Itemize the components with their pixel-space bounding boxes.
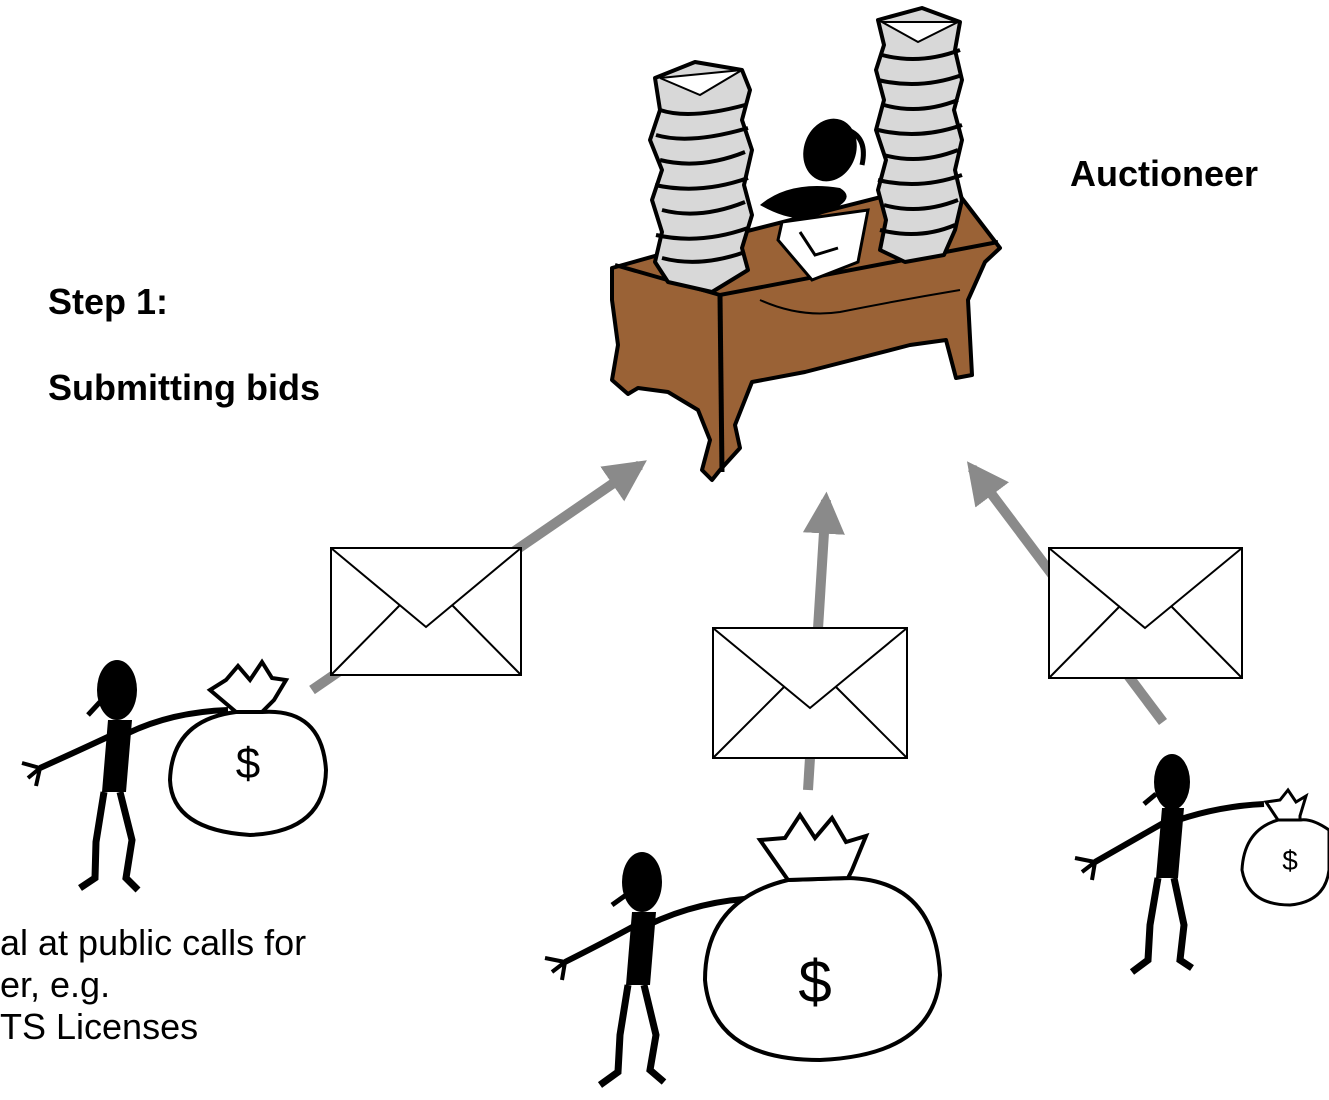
paper-stack-icon xyxy=(874,6,964,264)
paper-stack-icon xyxy=(648,60,754,294)
caption: al at public calls for er, e.g. TS Licen… xyxy=(0,922,306,1048)
step-title: Submitting bids xyxy=(48,367,320,408)
auctioneer-figure-icon xyxy=(760,118,870,282)
caption-line: al at public calls for xyxy=(0,922,307,963)
envelope-icon xyxy=(1048,547,1243,679)
envelope-icon xyxy=(712,627,908,759)
bidder-figure-icon xyxy=(21,660,229,893)
money-bag-icon: $ xyxy=(702,811,943,1063)
auctioneer-label: Auctioneer xyxy=(1070,153,1259,194)
money-bag-icon: $ xyxy=(167,658,329,838)
caption-line: TS Licenses xyxy=(0,1006,199,1047)
bag-symbol: $ xyxy=(798,948,831,1015)
envelope-icon xyxy=(330,547,522,676)
bag-symbol: $ xyxy=(1282,845,1298,876)
bag-symbol: $ xyxy=(236,739,260,788)
caption-line: er, e.g. xyxy=(0,964,111,1005)
bidder-figure-icon xyxy=(1074,754,1265,975)
step-label: Step 1: xyxy=(48,281,169,322)
money-bag-icon: $ xyxy=(1240,787,1329,907)
